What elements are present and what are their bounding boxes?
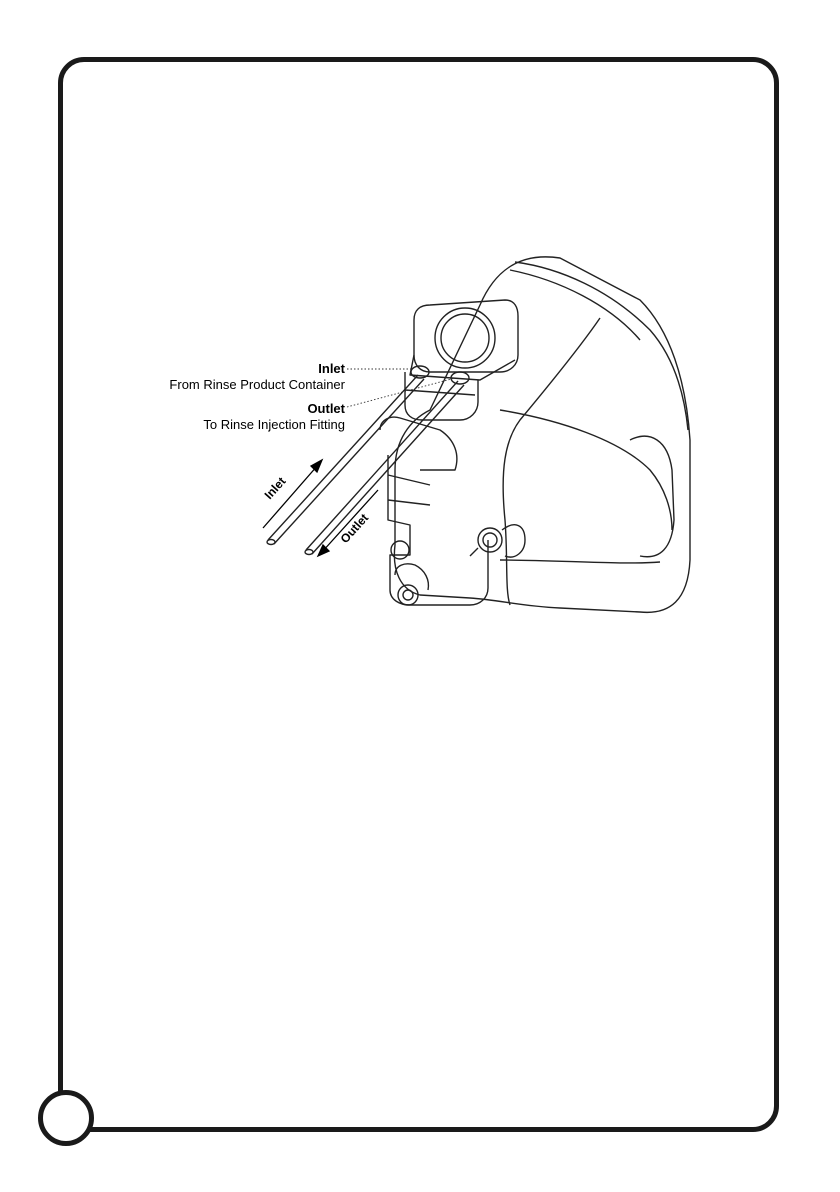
housing-band-upper: [500, 410, 672, 530]
inlet-tube: [268, 375, 424, 544]
rim-line: [515, 262, 688, 430]
outlet-callout-desc: To Rinse Injection Fitting: [203, 417, 345, 432]
housing-band-lower: [500, 560, 660, 563]
mount-bracket: [388, 455, 488, 605]
outlet-callout-title: Outlet: [307, 401, 345, 416]
inlet-callout-title: Inlet: [318, 361, 345, 376]
side-panel: [630, 436, 674, 557]
inlet-callout-desc: From Rinse Product Container: [169, 377, 345, 392]
page-number-badge: [38, 1090, 94, 1146]
side-connector: [478, 528, 502, 552]
bottom-connector: [398, 585, 418, 605]
housing-outline: [394, 257, 690, 613]
